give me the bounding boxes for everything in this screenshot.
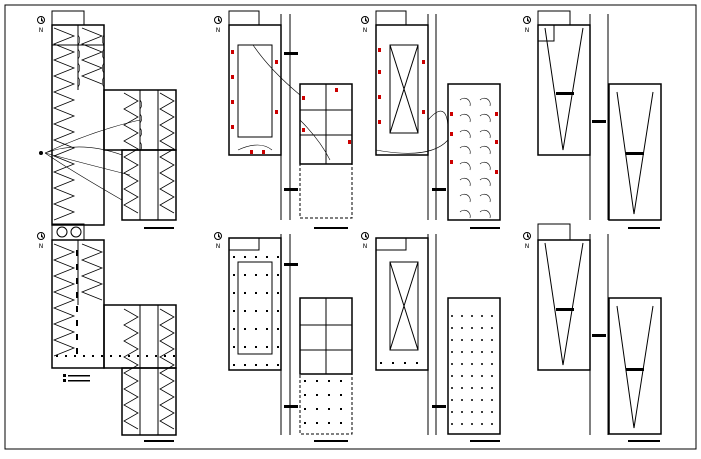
north-arrow-icon: N — [523, 232, 531, 250]
north-arrow-icon: N — [37, 232, 45, 250]
north-arrow-icon: N — [214, 232, 222, 250]
north-label: N — [39, 243, 44, 250]
north-arrow-icon: N — [523, 16, 531, 34]
plan-roof-layout-2 — [537, 223, 662, 442]
plan-title-bar — [144, 227, 174, 229]
north-arrow-icon: N — [361, 16, 369, 34]
plan-electrical-layout-top — [228, 10, 353, 229]
north-label: N — [363, 243, 368, 250]
plan-electrical-points — [228, 234, 353, 442]
north-label: N — [363, 27, 368, 34]
plan-roof-layout — [537, 10, 662, 229]
sheet-border — [4, 4, 697, 450]
north-label: N — [216, 27, 221, 34]
north-arrow-icon: N — [361, 232, 369, 250]
north-arrow-icon: N — [214, 16, 222, 34]
north-arrow-icon: N — [37, 16, 45, 34]
north-label: N — [216, 243, 221, 250]
north-label: N — [39, 27, 44, 34]
north-label: N — [525, 27, 530, 34]
plan-ceiling-points — [375, 234, 501, 442]
north-label: N — [525, 243, 530, 250]
plan-partition-layout — [39, 10, 177, 229]
plan-furniture-layout — [51, 223, 177, 442]
plan-lighting-layout — [375, 10, 501, 229]
